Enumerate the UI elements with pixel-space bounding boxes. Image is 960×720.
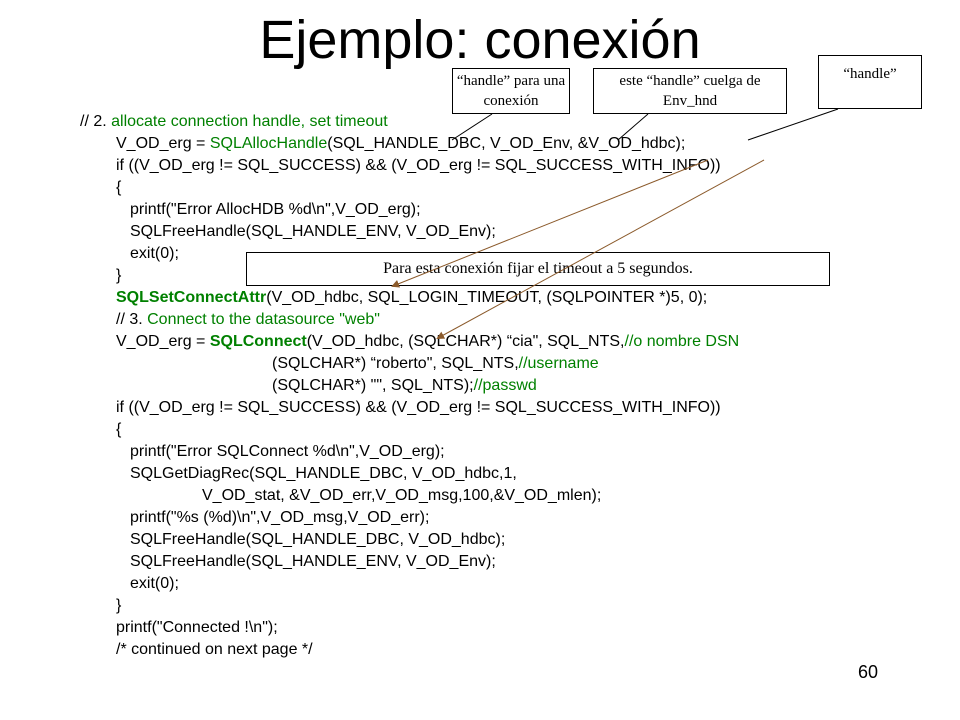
code-line-12: (SQLCHAR*) “roberto", SQL_NTS,//username: [272, 353, 599, 375]
code-line-13: (SQLCHAR*) "", SQL_NTS);//passwd: [272, 375, 537, 397]
code-line-2: V_OD_erg = SQLAllocHandle(SQL_HANDLE_DBC…: [116, 133, 685, 155]
code-text: (SQL_HANDLE_DBC, V_OD_Env, &V_OD_hdbc);: [327, 135, 686, 152]
code-line-19: printf("%s (%d)\n",V_OD_msg,V_OD_err);: [130, 509, 430, 526]
code-func: SQLConnect: [209, 333, 307, 350]
code-line-10: // 3. Connect to the datasource "web": [116, 309, 380, 331]
code-line-1: // 2. allocate connection handle, set ti…: [80, 111, 388, 133]
code-line-5: printf("Error AllocHDB %d\n",V_OD_erg);: [130, 201, 421, 218]
callout-timeout-text: Para esta conexión fijar el timeout a 5 …: [383, 260, 693, 277]
code-comment: // 2.: [80, 113, 112, 130]
code-comment-text: //username: [518, 355, 599, 372]
code-text: (V_OD_hdbc, SQL_LOGIN_TIMEOUT, (SQLPOINT…: [266, 289, 708, 306]
callout-handle-conexion-text: “handle” para una conexión: [456, 73, 566, 109]
code-line-15: {: [116, 421, 122, 438]
code-comment-text: allocate connection handle, set timeout: [111, 113, 388, 130]
code-line-22: exit(0);: [130, 575, 179, 592]
code-func: SQLAllocHandle: [209, 135, 328, 152]
code-line-18: V_OD_stat, &V_OD_err,V_OD_msg,100,&V_OD_…: [202, 487, 602, 504]
code-line-9: SQLSetConnectAttr(V_OD_hdbc, SQL_LOGIN_T…: [116, 287, 707, 309]
slide-number: 60: [858, 662, 879, 682]
code-text: (SQLCHAR*) “roberto", SQL_NTS,: [272, 355, 519, 372]
code-line-4: {: [116, 179, 122, 196]
code-line-8: }: [116, 267, 122, 284]
code-line-16: printf("Error SQLConnect %d\n",V_OD_erg)…: [130, 443, 445, 460]
code-line-7: exit(0);: [130, 245, 179, 262]
arrow-to-connect-comment: [436, 159, 765, 339]
callout-handle-env: este “handle” cuelga de Env_hnd: [593, 68, 787, 114]
code-line-17: SQLGetDiagRec(SQL_HANDLE_DBC, V_OD_hdbc,…: [130, 465, 517, 482]
code-text: (V_OD_hdbc, (SQLCHAR*) “cia", SQL_NTS,: [306, 333, 625, 350]
code-text: V_OD_erg =: [116, 333, 210, 350]
code-comment-text: Connect to the datasource "web": [147, 311, 380, 328]
code-line-25: /* continued on next page */: [116, 641, 313, 658]
callout-handle-text: “handle”: [843, 66, 897, 82]
code-line-20: SQLFreeHandle(SQL_HANDLE_DBC, V_OD_hdbc)…: [130, 531, 506, 548]
callout-handle-env-text: este “handle” cuelga de Env_hnd: [619, 73, 761, 109]
code-comment-text: //passwd: [473, 377, 537, 394]
code-line-21: SQLFreeHandle(SQL_HANDLE_ENV, V_OD_Env);: [130, 553, 496, 570]
code-text: V_OD_erg =: [116, 135, 210, 152]
code-line-24: printf("Connected !\n");: [116, 619, 278, 636]
code-line-11: V_OD_erg = SQLConnect(V_OD_hdbc, (SQLCHA…: [116, 331, 739, 353]
callout-handle-conexion: “handle” para una conexión: [452, 68, 570, 114]
code-text: (SQLCHAR*) "", SQL_NTS);: [272, 377, 474, 394]
code-line-14: if ((V_OD_erg != SQL_SUCCESS) && (V_OD_e…: [116, 399, 721, 416]
code-comment: // 3.: [116, 311, 148, 328]
callout-handle: “handle”: [818, 55, 922, 109]
code-line-23: }: [116, 597, 122, 614]
callout-timeout: Para esta conexión fijar el timeout a 5 …: [246, 252, 830, 286]
code-line-6: SQLFreeHandle(SQL_HANDLE_ENV, V_OD_Env);: [130, 223, 496, 240]
code-line-3: if ((V_OD_erg != SQL_SUCCESS) && (V_OD_e…: [116, 157, 721, 174]
code-comment-text: //o nombre DSN: [624, 333, 740, 350]
slide-title: Ejemplo: conexión: [259, 10, 701, 70]
code-func: SQLSetConnectAttr: [116, 289, 267, 306]
